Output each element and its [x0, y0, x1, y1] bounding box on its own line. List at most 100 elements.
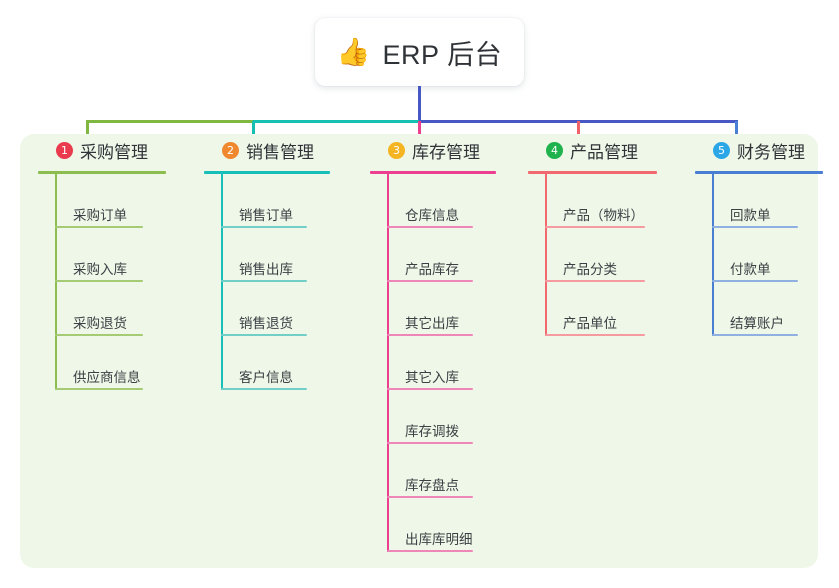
leaf-item-underline [387, 334, 473, 336]
column-badge-icon: 4 [546, 141, 563, 159]
leaf-item-label: 出库库明细 [405, 531, 473, 547]
leaf-item-label: 产品分类 [563, 261, 617, 277]
leaf-item-label: 仓库信息 [405, 207, 459, 223]
column-underline [370, 171, 496, 174]
leaf-item[interactable]: 销售出库 [221, 228, 330, 282]
leaf-item-underline [387, 226, 473, 228]
leaf-item[interactable]: 采购退货 [55, 282, 166, 336]
column-1: 1 采购管理采购订单采购入库采购退货供应商信息 [38, 134, 166, 390]
leaf-item[interactable]: 其它入库 [387, 336, 496, 390]
leaf-item-label: 产品库存 [405, 261, 459, 277]
column-spine [387, 174, 389, 552]
leaf-item[interactable]: 结算账户 [712, 282, 823, 336]
leaf-item-underline [387, 442, 473, 444]
leaf-item[interactable]: 采购订单 [55, 174, 166, 228]
leaf-item-label: 其它出库 [405, 315, 459, 331]
leaf-item-label: 供应商信息 [73, 369, 141, 385]
column-spine [545, 174, 547, 336]
leaf-item-label: 采购订单 [73, 207, 127, 223]
leaf-item-label: 库存盘点 [405, 477, 459, 493]
leaf-item-underline [387, 550, 473, 552]
leaf-item-underline [55, 388, 143, 390]
leaf-item-underline [55, 334, 143, 336]
column-5: 5 财务管理回款单付款单结算账户 [695, 134, 823, 336]
leaf-item[interactable]: 采购入库 [55, 228, 166, 282]
leaf-item-label: 销售退货 [239, 315, 293, 331]
leaf-item-underline [221, 388, 307, 390]
thumbs-up-icon: 👍 [336, 36, 371, 67]
leaf-item-label: 回款单 [730, 207, 771, 223]
column-header-3[interactable]: 3 库存管理 [370, 134, 496, 166]
leaf-item[interactable]: 产品单位 [545, 282, 657, 336]
column-3: 3 库存管理仓库信息产品库存其它出库其它入库库存调拨库存盘点出库库明细 [370, 134, 496, 552]
column-2: 2 销售管理销售订单销售出库销售退货客户信息 [204, 134, 330, 390]
column-header-4[interactable]: 4 产品管理 [528, 134, 657, 166]
leaf-item[interactable]: 销售退货 [221, 282, 330, 336]
column-badge-icon: 1 [56, 141, 73, 159]
leaf-item-underline [712, 334, 798, 336]
column-spine [712, 174, 714, 336]
leaf-item-label: 库存调拨 [405, 423, 459, 439]
leaf-item[interactable]: 仓库信息 [387, 174, 496, 228]
leaf-item-label: 产品（物料） [563, 207, 644, 223]
leaf-item[interactable]: 付款单 [712, 228, 823, 282]
column-spine [55, 174, 57, 390]
leaf-item[interactable]: 库存调拨 [387, 390, 496, 444]
leaf-item-underline [55, 280, 143, 282]
leaf-item-label: 其它入库 [405, 369, 459, 385]
column-underline [695, 171, 823, 174]
leaf-item-underline [545, 226, 645, 228]
leaf-item-label: 销售出库 [239, 261, 293, 277]
leaf-item-label: 采购入库 [73, 261, 127, 277]
column-header-1[interactable]: 1 采购管理 [38, 134, 166, 166]
leaf-item-underline [545, 334, 645, 336]
column-items: 产品（物料） 产品分类产品单位 [545, 174, 657, 336]
column-spine [221, 174, 223, 390]
leaf-item-label: 客户信息 [239, 369, 293, 385]
leaf-item-underline [545, 280, 645, 282]
leaf-item-underline [55, 226, 143, 228]
column-title: 财务管理 [737, 142, 805, 162]
leaf-item[interactable]: 产品分类 [545, 228, 657, 282]
column-4: 4 产品管理产品（物料） 产品分类产品单位 [528, 134, 657, 336]
leaf-item[interactable]: 产品库存 [387, 228, 496, 282]
leaf-item-label: 采购退货 [73, 315, 127, 331]
leaf-item-underline [387, 496, 473, 498]
column-items: 销售订单销售出库销售退货客户信息 [221, 174, 330, 390]
column-badge-icon: 3 [388, 141, 405, 159]
leaf-item[interactable]: 其它出库 [387, 282, 496, 336]
leaf-item[interactable]: 销售订单 [221, 174, 330, 228]
leaf-item-underline [221, 334, 307, 336]
leaf-item-underline [712, 226, 798, 228]
leaf-item-label: 销售订单 [239, 207, 293, 223]
column-title: 销售管理 [246, 142, 314, 162]
leaf-item[interactable]: 库存盘点 [387, 444, 496, 498]
column-title: 库存管理 [412, 142, 480, 162]
column-title: 采购管理 [80, 142, 148, 162]
leaf-item-label: 结算账户 [730, 315, 784, 331]
column-badge-icon: 5 [713, 141, 730, 159]
leaf-item-underline [387, 280, 473, 282]
column-items: 仓库信息产品库存其它出库其它入库库存调拨库存盘点出库库明细 [387, 174, 496, 552]
leaf-item[interactable]: 回款单 [712, 174, 823, 228]
leaf-item-underline [387, 388, 473, 390]
root-title: ERP 后台 [382, 39, 503, 70]
leaf-item[interactable]: 出库库明细 [387, 498, 496, 552]
leaf-item-underline [221, 280, 307, 282]
column-header-5[interactable]: 5 财务管理 [695, 134, 823, 166]
column-items: 回款单付款单结算账户 [712, 174, 823, 336]
column-underline [38, 171, 166, 174]
leaf-item[interactable]: 客户信息 [221, 336, 330, 390]
column-badge-icon: 2 [222, 141, 239, 159]
leaf-item-label: 付款单 [730, 261, 771, 277]
root-node[interactable]: 👍 ERP 后台 [315, 18, 524, 86]
column-underline [528, 171, 657, 174]
leaf-item[interactable]: 供应商信息 [55, 336, 166, 390]
leaf-item[interactable]: 产品（物料） [545, 174, 657, 228]
diagram-panel: 1 采购管理采购订单采购入库采购退货供应商信息 2 销售管理销售订单销售出库销售退货客… [20, 134, 823, 568]
leaf-item-underline [712, 280, 798, 282]
column-header-2[interactable]: 2 销售管理 [204, 134, 330, 166]
column-underline [204, 171, 330, 174]
leaf-item-label: 产品单位 [563, 315, 617, 331]
column-title: 产品管理 [570, 142, 638, 162]
